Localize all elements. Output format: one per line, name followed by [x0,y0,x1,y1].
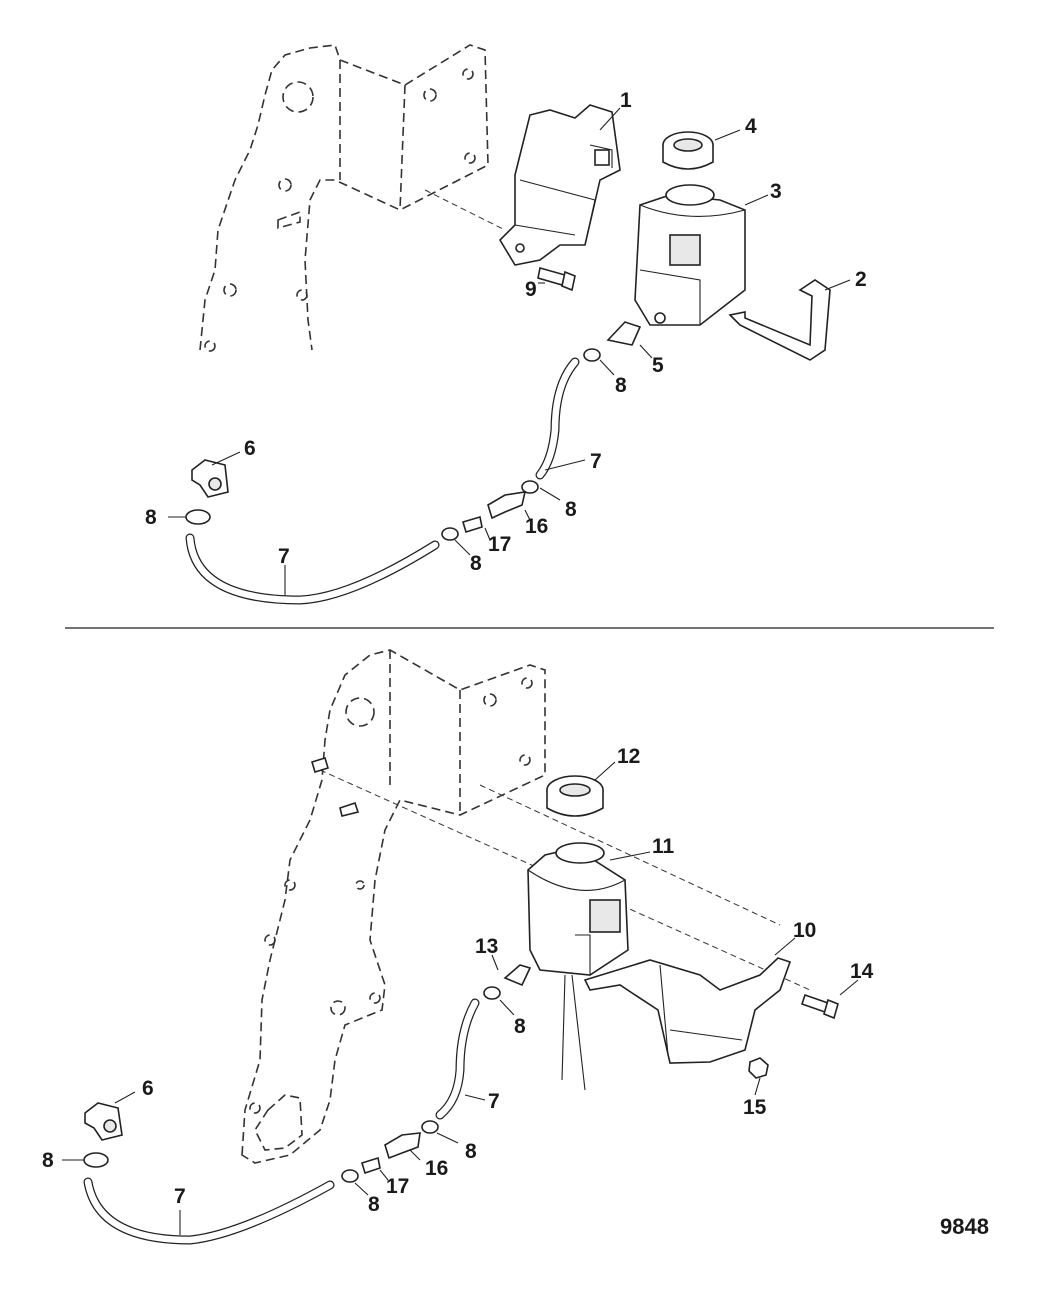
callout-8-a: 8 [615,374,627,397]
callout-8-g: 8 [368,1193,380,1216]
part-9-screw [537,266,576,292]
part-6-elbow-bottom [84,1102,123,1141]
part-13-fitting [503,964,532,987]
part-2-strap [728,279,831,361]
callout-14: 14 [850,960,874,983]
callout-8-d: 8 [145,506,157,529]
callout-10: 10 [793,919,816,942]
clamp-8-g [341,1169,359,1183]
callout-2: 2 [855,268,867,291]
part-4-cap [662,131,714,170]
engine-bracket-phantom [199,44,489,352]
callout-16: 16 [525,515,548,538]
clamp-8-c [441,527,459,541]
clamp-8-d [185,509,211,525]
callout-5: 5 [652,354,664,377]
part-1-mounting-bracket [498,104,621,266]
callout-16-b: 16 [425,1157,448,1180]
clamp-8-f [421,1120,439,1134]
callout-7-upper: 7 [590,450,602,473]
hose-7-upper [535,357,580,480]
engine-bracket-phantom-bottom [241,649,546,1164]
callout-1: 1 [620,89,632,112]
clamp-8-b [521,480,539,494]
callout-12: 12 [617,745,640,768]
callout-17: 17 [488,533,511,556]
callout-6-b: 6 [142,1077,154,1100]
part-17-fitting [462,515,483,534]
bottom-assembly: 6 7 7 8 8 8 8 10 11 12 13 14 15 16 17 [42,649,874,1245]
bracket-pin [311,756,360,817]
callout-15: 15 [743,1096,767,1119]
callout-8-b: 8 [565,498,577,521]
top-assembly: 1 2 3 4 5 6 7 7 8 8 8 8 9 16 17 [145,44,867,605]
top-callout-labels: 1 2 3 4 5 6 7 7 8 8 8 8 9 16 17 [145,89,867,575]
callout-7-lower: 7 [278,545,290,568]
callout-9: 9 [525,278,537,301]
part-14-bolt [800,993,839,1020]
part-16-fitting-bottom [384,1132,421,1160]
part-11-reservoir [527,842,629,1091]
callout-7-lower-b: 7 [174,1185,186,1208]
part-5-fitting [606,321,642,346]
part-6-elbow [191,459,229,498]
clamp-8-a [583,348,601,362]
hose-7-upper-bottom [435,998,480,1120]
hose-7-lower-bottom [83,1177,335,1245]
callout-8-e: 8 [514,1015,526,1038]
callout-8-f: 8 [465,1140,477,1163]
hose-7-lower [185,533,440,605]
clamp-8-h [83,1152,109,1168]
callout-8-h: 8 [42,1149,54,1172]
callout-4: 4 [745,115,757,138]
part-15-nut [748,1057,769,1079]
bottom-leaders [62,761,859,1235]
callout-8-c: 8 [470,552,482,575]
callout-3: 3 [770,180,782,203]
part-16-fitting [487,491,527,520]
part-3-reservoir [634,184,746,326]
part-17-fitting-bottom [361,1156,381,1175]
figure-id: 9848 [940,1214,989,1239]
clamp-8-e [483,986,501,1000]
top-leaders [168,107,851,595]
callout-11: 11 [652,835,675,858]
part-10-bracket [583,957,792,1064]
callout-13: 13 [475,935,498,958]
bottom-callout-labels: 6 7 7 8 8 8 8 10 11 12 13 14 15 16 17 [42,745,874,1216]
callout-6: 6 [244,437,256,460]
callout-17-b: 17 [386,1175,409,1198]
part-12-cap [546,775,604,817]
callout-7-upper-b: 7 [488,1090,500,1113]
